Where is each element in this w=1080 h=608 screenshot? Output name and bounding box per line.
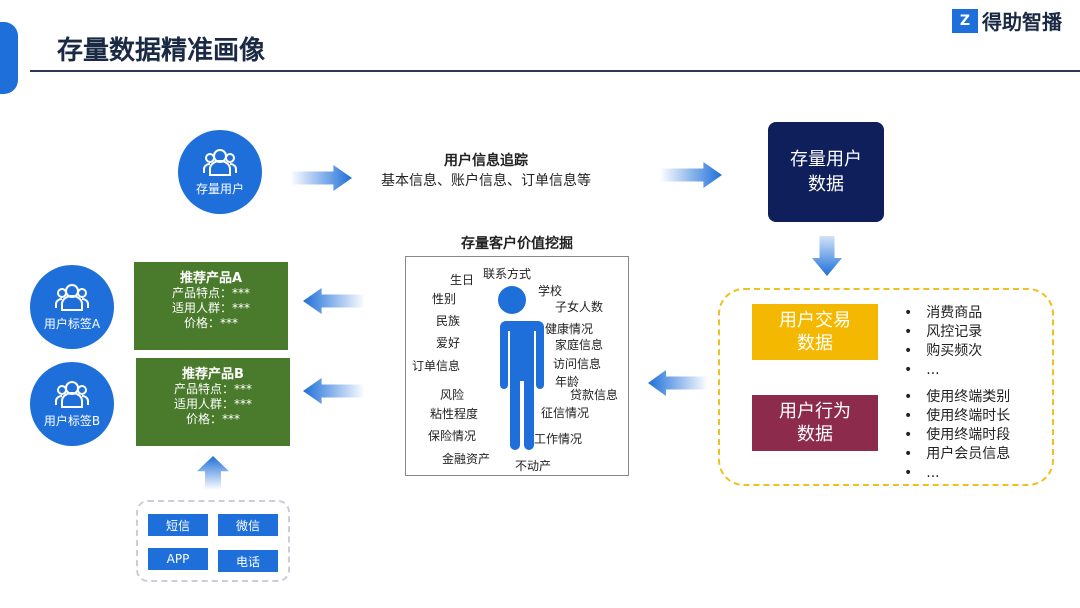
- channel-wechat: 微信: [218, 514, 278, 536]
- user-tag-b: 用户标签B: [30, 362, 114, 446]
- product-price: 价格：***: [183, 316, 238, 330]
- stock-user-data-box: 存量用户 数据: [768, 122, 884, 222]
- list-item: ...: [904, 464, 1010, 483]
- word: 不动产: [515, 459, 552, 473]
- word: 爱好: [436, 336, 461, 350]
- product-features: 产品特点：***: [171, 286, 250, 300]
- word: 工作情况: [534, 432, 583, 446]
- word: 子女人数: [555, 300, 604, 314]
- product-audience: 适用人群：***: [173, 397, 252, 411]
- word: 订单信息: [412, 359, 461, 373]
- person-icon: [486, 286, 544, 450]
- circle-label: 存量用户: [195, 182, 244, 196]
- customer-value-cloud: 生日 联系方式 学校 性别 子女人数 民族 健康情况 爱好 家庭信息 订单信息 …: [405, 256, 629, 476]
- arrow-left-icon: [648, 370, 708, 396]
- behavior-data-box: 用户行为 数据: [752, 395, 878, 451]
- arrow-down-icon: [812, 236, 842, 276]
- product-name: 推荐产品B: [182, 367, 244, 382]
- tag-label: 用户标签A: [43, 317, 101, 331]
- title-divider: [30, 70, 1080, 72]
- transaction-data-box: 用户交易 数据: [752, 304, 878, 360]
- transaction-list: 消费商品 风控记录 购买频次 ...: [904, 304, 982, 380]
- word: 生日: [450, 273, 475, 287]
- arrow-right-icon: [290, 165, 352, 191]
- word: 访问信息: [553, 357, 602, 371]
- mining-title: 存量客户价值挖掘: [461, 236, 573, 252]
- user-tag-a: 用户标签A: [30, 265, 114, 349]
- list-item: 使用终端时长: [904, 407, 1010, 426]
- page-title: 存量数据精准画像: [57, 36, 266, 66]
- user-group-icon: [55, 284, 89, 311]
- product-features: 产品特点：***: [173, 382, 252, 396]
- word: 风险: [440, 388, 465, 402]
- list-item: 购买频次: [904, 342, 982, 361]
- arrow-left-icon: [303, 288, 365, 314]
- tracking-text: 用户信息追踪 基本信息、账户信息、订单信息等: [360, 150, 612, 190]
- channel-app: APP: [148, 548, 208, 570]
- word: 保险情况: [428, 429, 477, 443]
- user-group-icon: [203, 149, 237, 176]
- word: 性别: [432, 292, 457, 306]
- word: 联系方式: [483, 267, 532, 281]
- arrow-left-icon: [303, 378, 365, 404]
- logo-mark-icon: Z: [952, 8, 978, 33]
- arrow-right-icon: [660, 162, 722, 188]
- product-a-card: 推荐产品A 产品特点：*** 适用人群：*** 价格：***: [134, 262, 288, 350]
- tracking-title: 用户信息追踪: [444, 153, 528, 169]
- list-item: 用户会员信息: [904, 445, 1010, 464]
- channel-group: 短信 微信 APP 电话: [136, 500, 290, 582]
- behavior-list: 使用终端类别 使用终端时长 使用终端时段 用户会员信息 ...: [904, 388, 1010, 483]
- word: 家庭信息: [555, 338, 604, 352]
- list-item: 风控记录: [904, 323, 982, 342]
- list-item: 使用终端时段: [904, 426, 1010, 445]
- word: 粘性程度: [430, 407, 479, 421]
- data-source-group: [718, 288, 1054, 486]
- word: 征信情况: [541, 406, 590, 420]
- word: 健康情况: [545, 322, 594, 336]
- product-price: 价格：***: [185, 412, 240, 426]
- logo-text: 得助智播: [982, 10, 1062, 34]
- user-group-icon: [55, 381, 89, 408]
- arrow-up-icon: [197, 456, 229, 490]
- word: 年龄: [555, 375, 580, 389]
- word: 金融资产: [442, 452, 491, 466]
- word: 学校: [538, 284, 563, 298]
- product-audience: 适用人群：***: [171, 301, 250, 315]
- word: 贷款信息: [570, 388, 619, 402]
- tracking-subtitle: 基本信息、账户信息、订单信息等: [381, 173, 591, 189]
- slide-tab-accent: [0, 22, 18, 94]
- tag-label: 用户标签B: [43, 414, 101, 428]
- stock-user-circle: 存量用户: [178, 130, 262, 214]
- list-item: 消费商品: [904, 304, 982, 323]
- product-name: 推荐产品A: [179, 271, 243, 286]
- channel-sms: 短信: [148, 514, 208, 536]
- word: 民族: [436, 314, 461, 328]
- list-item: 使用终端类别: [904, 388, 1010, 407]
- product-b-card: 推荐产品B 产品特点：*** 适用人群：*** 价格：***: [136, 358, 290, 446]
- channel-phone: 电话: [218, 550, 278, 572]
- list-item: ...: [904, 361, 982, 380]
